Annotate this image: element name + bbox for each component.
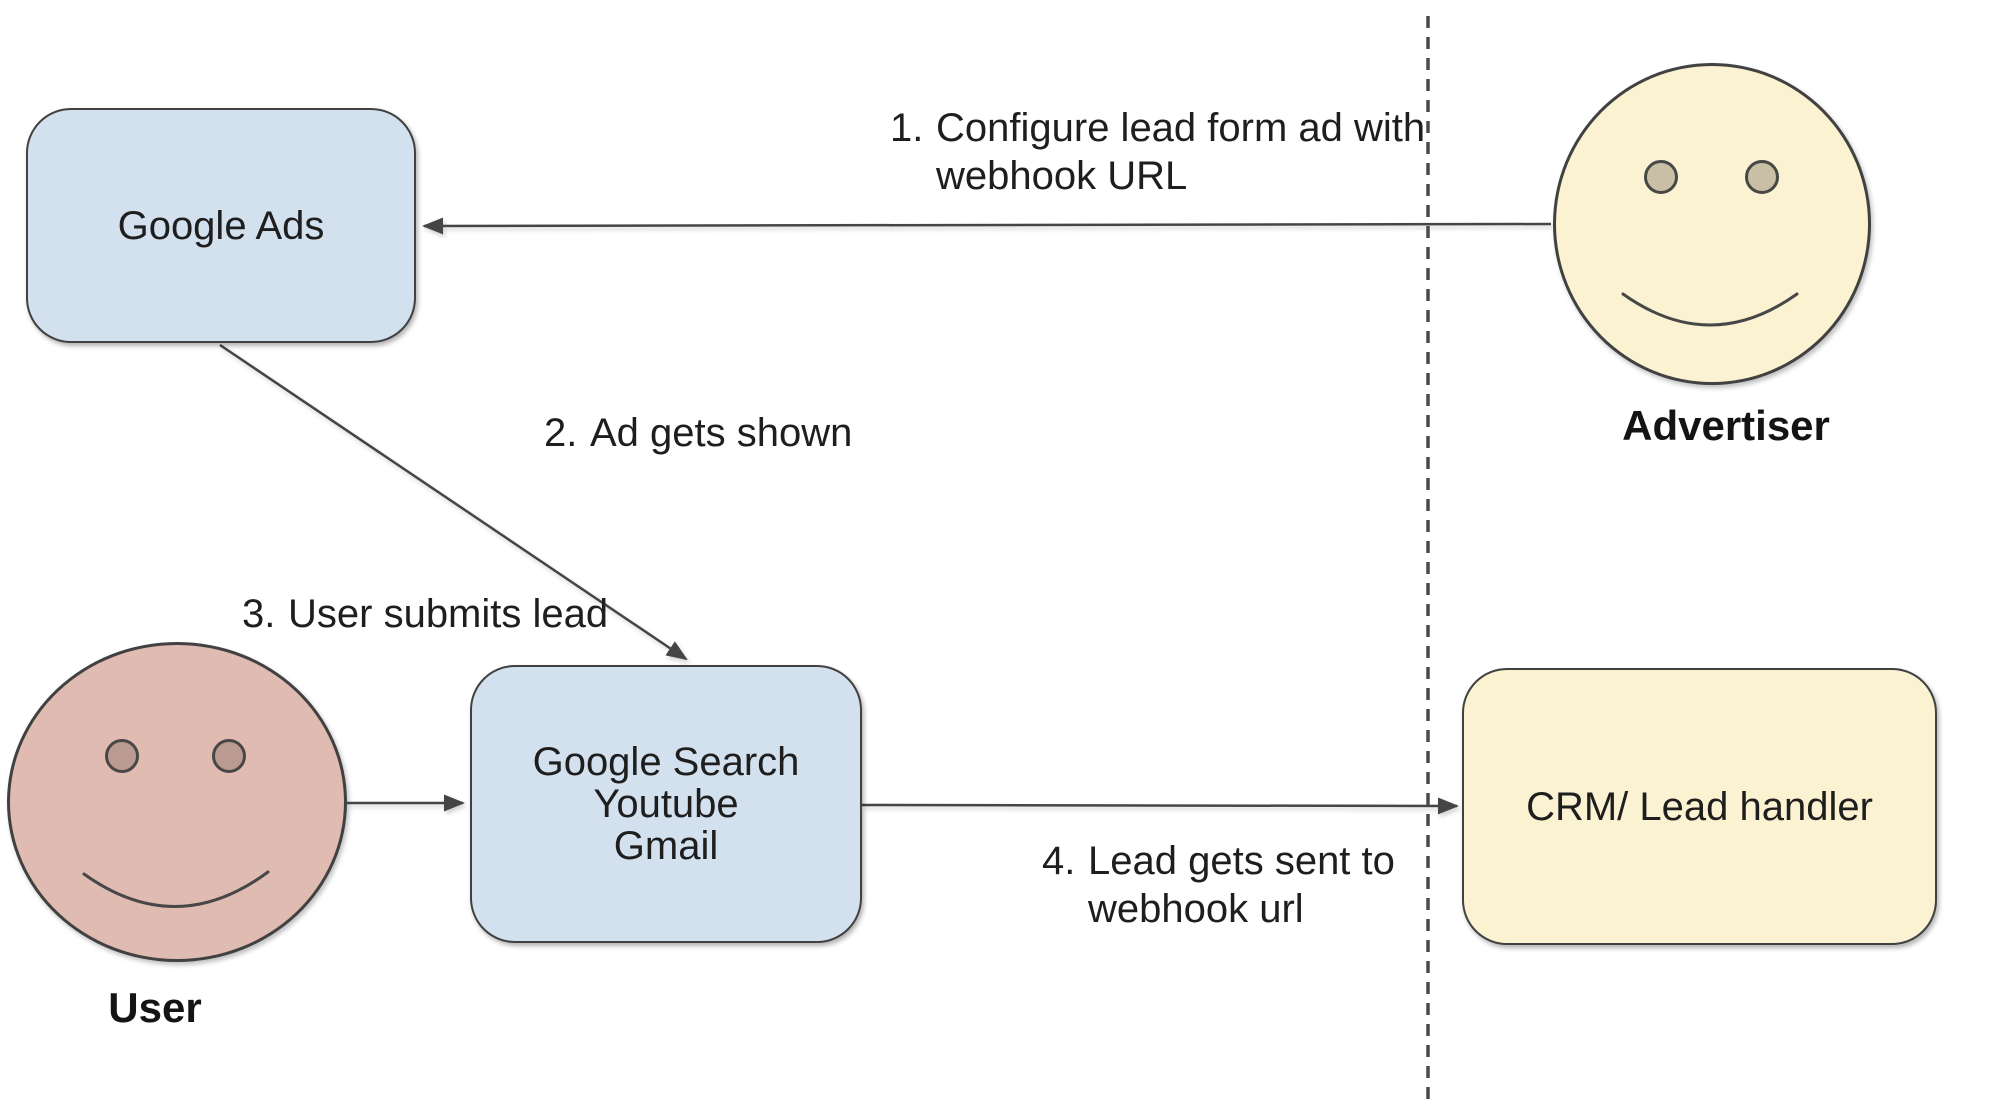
step-4-label: 4. Lead gets sent to webhook url (1042, 837, 1395, 933)
arrow-properties-to-crm (861, 797, 1460, 815)
step-3-label: 3. User submits lead (242, 590, 608, 638)
advertiser-right-eye-icon (1745, 160, 1779, 194)
advertiser-label: Advertiser (1622, 402, 1830, 449)
google-properties-node: Google Search Youtube Gmail (470, 665, 862, 943)
step-3-text: User submits lead (288, 592, 609, 636)
google-properties-line-2: Youtube (593, 782, 739, 826)
google-ads-node: Google Ads (26, 108, 416, 343)
user-right-eye-icon (212, 739, 246, 773)
user-label: User (108, 984, 202, 1031)
google-ads-node-label: Google Ads (117, 203, 325, 248)
step-2-text: Ad gets shown (590, 411, 853, 455)
arrow-advertiser-to-google-ads (421, 217, 1552, 235)
advertiser-left-eye-icon (1644, 160, 1678, 194)
step-1-text: Configure lead form ad with webhook URL (936, 106, 1426, 198)
step-4-text: Lead gets sent to webhook url (1088, 839, 1395, 931)
crm-lead-handler-node: CRM/ Lead handler (1462, 668, 1937, 945)
crm-lead-handler-label: CRM/ Lead handler (1526, 784, 1873, 829)
user-left-eye-icon (105, 739, 139, 773)
google-properties-line-3: Gmail (613, 824, 719, 868)
step-3-number: 3. (242, 592, 276, 636)
step-2-number: 2. (544, 411, 578, 455)
step-4-number: 4. (1042, 839, 1076, 883)
step-1-number: 1. (890, 106, 924, 150)
step-2-label: 2. Ad gets shown (544, 409, 852, 457)
google-properties-line-1: Google Search (532, 740, 800, 784)
user-face (7, 642, 347, 962)
advertiser-face (1553, 63, 1871, 385)
step-1-label: 1. Configure lead form ad with webhook U… (890, 104, 1425, 200)
